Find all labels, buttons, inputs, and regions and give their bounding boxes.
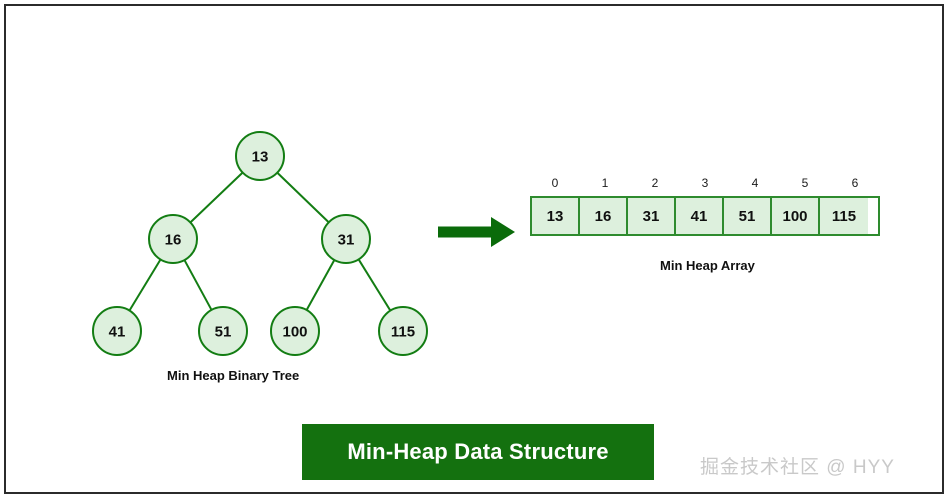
tree-caption: Min Heap Binary Tree (167, 368, 300, 383)
array-index-label: 5 (801, 176, 809, 190)
array-cell: 51 (724, 198, 772, 234)
array-caption: Min Heap Array (660, 258, 755, 273)
array-index-label: 4 (751, 176, 759, 190)
array-index-label: 2 (651, 176, 659, 190)
array-cell: 13 (532, 198, 580, 234)
watermark-text: 掘金技术社区 @ HYY (700, 457, 895, 478)
array-index-label: 6 (851, 176, 859, 190)
array-cell: 100 (772, 198, 820, 234)
title-banner: Min-Heap Data Structure (302, 424, 654, 480)
array-index-label: 1 (601, 176, 609, 190)
array-index-row: 0 1 2 3 4 5 6 (530, 174, 880, 196)
array-index-label: 0 (551, 176, 559, 190)
array-index-label: 3 (701, 176, 709, 190)
banner-title: Min-Heap Data Structure (347, 439, 609, 464)
array-cell: 16 (580, 198, 628, 234)
array-cell: 115 (820, 198, 868, 234)
array-cell: 41 (676, 198, 724, 234)
array-cell: 31 (628, 198, 676, 234)
